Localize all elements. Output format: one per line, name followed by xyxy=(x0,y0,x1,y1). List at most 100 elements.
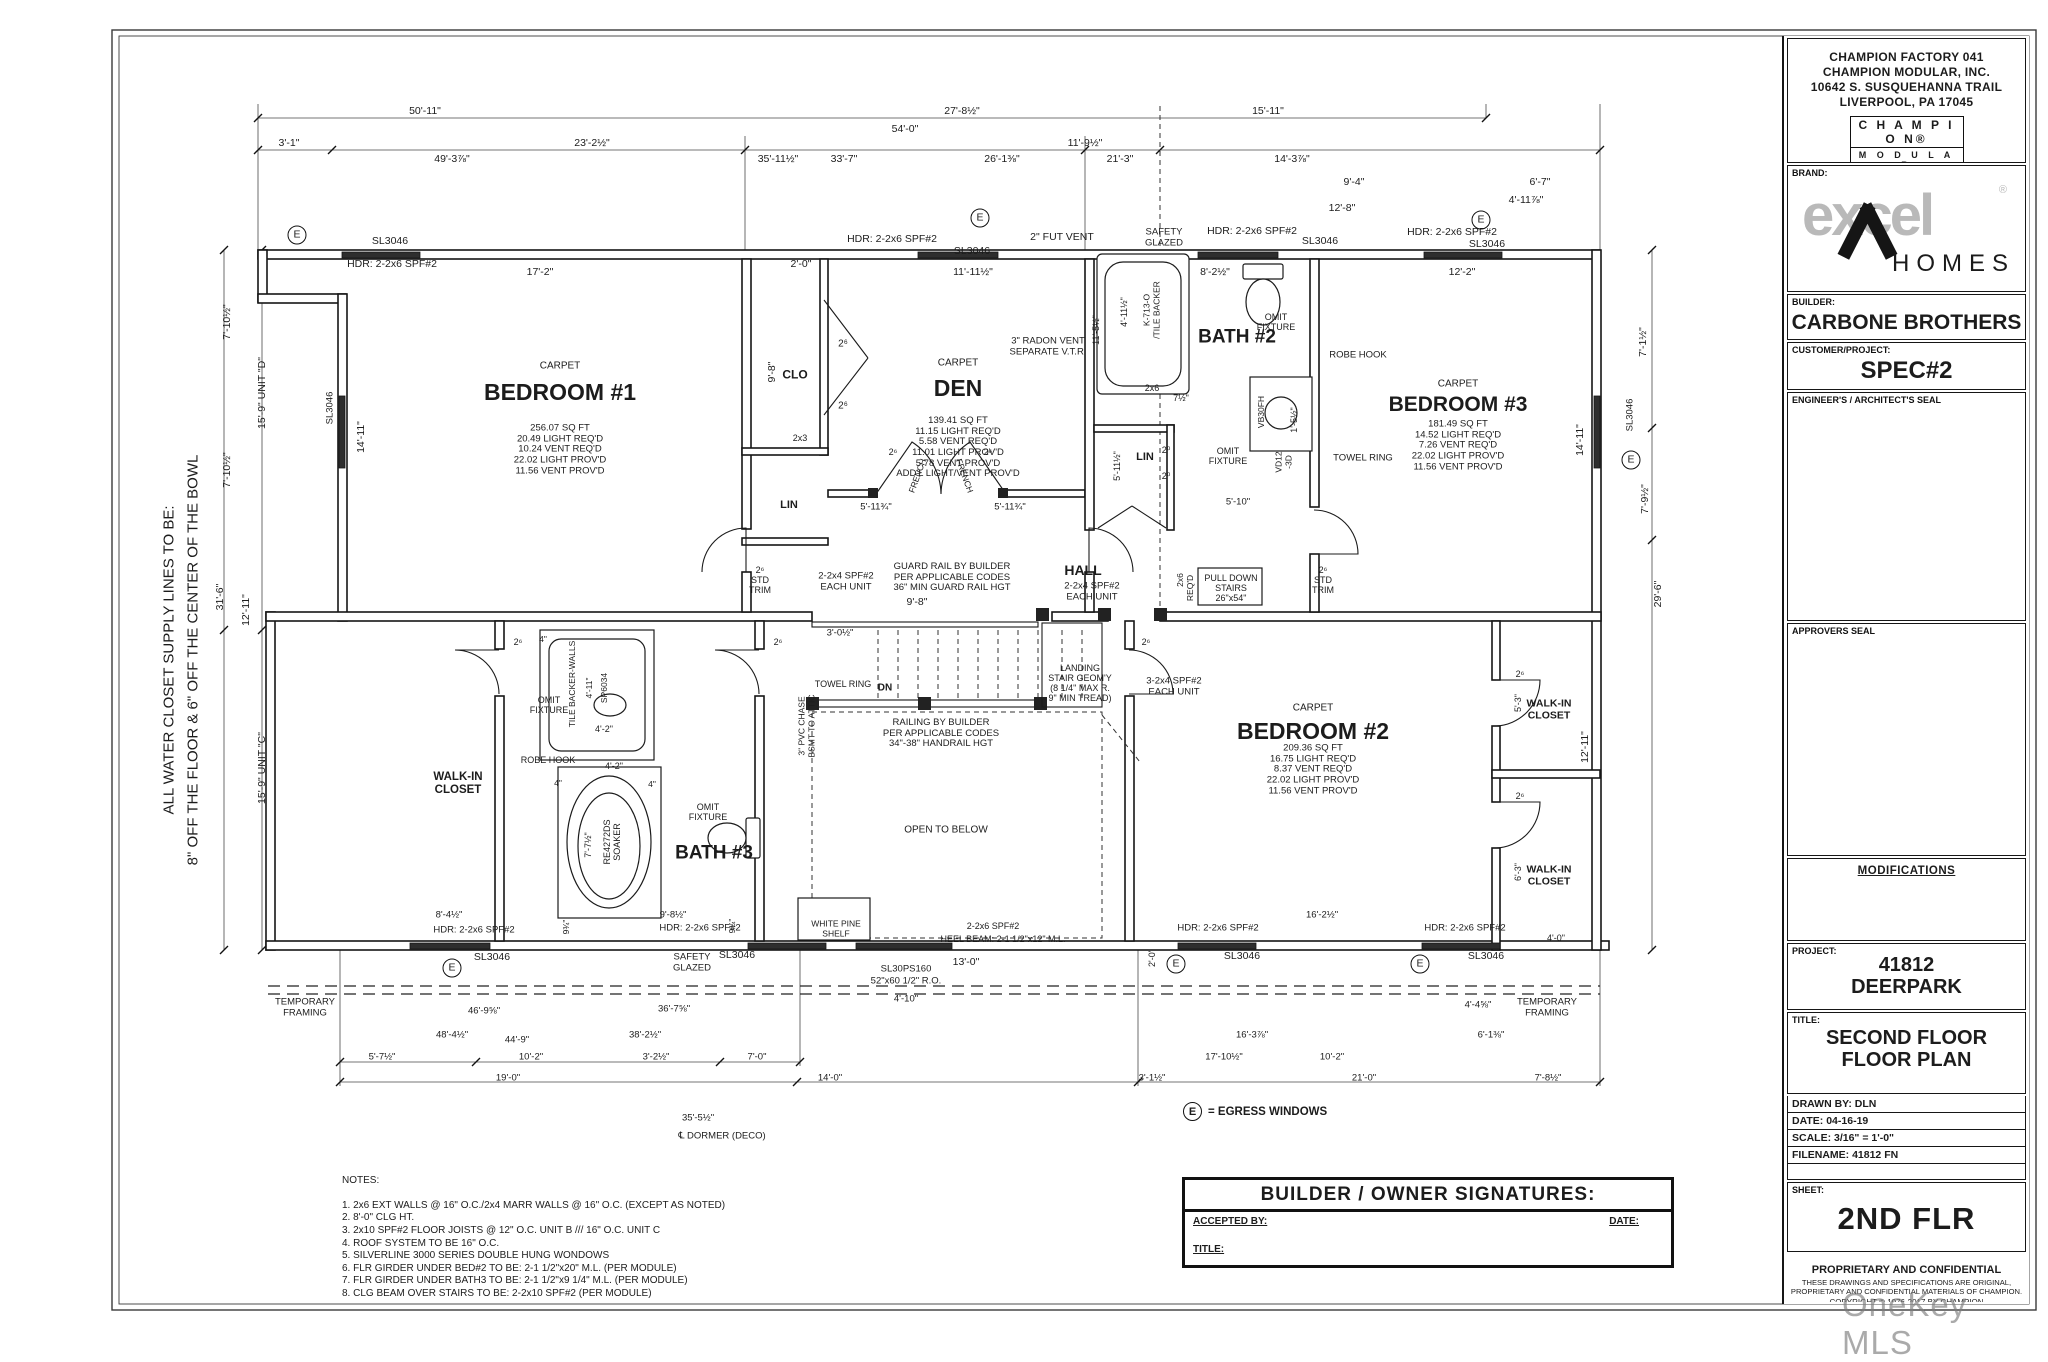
engineer-seal-section: ENGINEER'S / ARCHITECT'S SEAL xyxy=(1787,392,2026,621)
plan-label: 27'-8½" xyxy=(944,105,980,118)
general-notes: NOTES: 1. 2x6 EXT WALLS @ 16" O.C./2x4 M… xyxy=(342,1162,725,1301)
builder-name: CARBONE BROTHERS xyxy=(1791,311,2022,334)
plan-label: 12'-8" xyxy=(1328,202,1356,215)
plan-label: 10'-2" xyxy=(518,1051,544,1063)
accepted-by-field[interactable]: ACCEPTED BY: xyxy=(1193,1216,1268,1227)
project-section: PROJECT: 41812 DEERPARK xyxy=(1787,943,2026,1010)
blank-row xyxy=(1787,1164,2026,1180)
plan-label: 46'-9⅝" xyxy=(467,1005,501,1017)
room-label-walk-in-closet: WALK-IN CLOSET xyxy=(1526,697,1572,721)
plan-label: 9'-8" xyxy=(906,596,928,609)
plan-label: SL3046 xyxy=(1624,398,1636,432)
sheet: 50'-11"27'-8½"15'-11"54'-0"3'-1"23'-2½"1… xyxy=(111,29,2037,1361)
plan-label: SAFETY GLAZED xyxy=(672,951,712,973)
plan-label: 15'-11" xyxy=(1252,105,1284,118)
customer-project-value: SPEC#2 xyxy=(1860,357,1953,384)
egress-legend-text: = EGRESS WINDOWS xyxy=(1208,1105,1328,1118)
plan-label: 21'-0" xyxy=(1351,1072,1377,1084)
floor-plan-drawing xyxy=(111,29,2037,1311)
plan-label: 15'-9" UNIT "C" xyxy=(256,732,269,804)
plan-label: 4'-11" xyxy=(584,677,595,699)
excel-homes-word: HOMES xyxy=(1891,250,2015,277)
room-label-walk-in-closet: WALK-IN CLOSET xyxy=(433,771,483,796)
plan-label: 11'-9½" xyxy=(1067,137,1103,150)
plan-label: SL3046 xyxy=(473,951,511,964)
plan-label: SL3046 xyxy=(324,391,336,425)
watermark: OneKey MLS xyxy=(1842,1286,1968,1361)
plan-label: 26'-1⅜" xyxy=(984,153,1020,166)
plan-label: VD12 -3D xyxy=(1273,451,1293,473)
plan-label: CARPET xyxy=(539,360,581,372)
plan-label: RE4272DS SOAKER xyxy=(601,819,622,865)
egress-symbol: E xyxy=(1166,954,1186,974)
plan-label: CARPET xyxy=(937,357,979,369)
plan-label: 19'-0" xyxy=(495,1072,521,1084)
plan-label: 48'-4½" xyxy=(435,1029,469,1041)
plan-label: 14'-11" xyxy=(1574,424,1587,456)
plan-label: WHITE PINE SHELF xyxy=(811,918,861,938)
egress-symbol: E xyxy=(1183,1102,1202,1121)
plan-label: 6'-7" xyxy=(1529,176,1551,189)
date-field[interactable]: DATE: xyxy=(1609,1216,1639,1227)
plan-label: 2⁶ xyxy=(1515,790,1525,801)
modifications-label: MODIFICATIONS xyxy=(1857,865,1956,877)
plan-label: SAFETY GLAZED xyxy=(1144,226,1184,248)
plan-label: HDR: 2-2x6 SPF#2 xyxy=(433,924,515,936)
plan-label: 10'-2" xyxy=(1319,1051,1345,1063)
plan-label: 2⁶ STD TRIM xyxy=(749,564,771,596)
plan-label: 17'-2" xyxy=(526,266,554,279)
plan-label: 139.41 SQ FT 11.15 LIGHT REQ'D 5.58 VENT… xyxy=(896,415,1020,480)
plan-label: 14'-0" xyxy=(817,1072,843,1084)
plan-label: 7'-10½" xyxy=(221,452,234,488)
drawn-by-row: DRAWN BY: DLN xyxy=(1787,1096,2026,1113)
plan-label: OMIT FIXTURE xyxy=(688,801,728,822)
plan-label: 4" xyxy=(554,778,562,789)
plan-label: TOWEL RING xyxy=(814,678,872,689)
plan-label: 14'-3⅞" xyxy=(1274,153,1310,166)
plan-label: SL3046 xyxy=(1468,238,1506,251)
plan-label: 2⁶ xyxy=(838,338,848,350)
approvers-seal-section: APPROVERS SEAL xyxy=(1787,623,2026,856)
plan-label: 4" xyxy=(539,634,547,645)
sheet-frame xyxy=(111,29,2037,1311)
signature-box-header: BUILDER / OWNER SIGNATURES: xyxy=(1185,1180,1671,1212)
plan-label: SL3046 xyxy=(953,245,991,258)
room-label-bath-3: BATH #3 xyxy=(675,842,753,864)
plan-label: 44'-9" xyxy=(504,1034,530,1046)
plan-label: GUARD RAIL BY BUILDER PER APPLICABLE COD… xyxy=(893,561,1011,594)
plan-label: 38'-2½" xyxy=(628,1029,662,1041)
plan-label: 5'-11¾" xyxy=(860,501,892,513)
plan-label: HDR: 2-2x6 SPF#2 xyxy=(1407,226,1497,239)
room-label-den: DEN xyxy=(933,375,983,402)
plan-label: 6'-1⅜" xyxy=(1477,1029,1505,1041)
plan-label: 4" xyxy=(648,779,656,790)
plan-label: PULL DOWN STAIRS 26"x54" xyxy=(1204,572,1258,604)
title-field[interactable]: TITLE: xyxy=(1193,1244,1225,1255)
plan-label: HDR: 2-2x6 SPF#2 xyxy=(847,233,937,246)
room-label-bedroom-2: BEDROOM #2 xyxy=(1236,718,1390,745)
plan-label: TOWEL RING xyxy=(1333,452,1393,464)
plan-label: 12'-11" xyxy=(1579,731,1592,763)
plan-label: 35'-5½" xyxy=(681,1112,715,1124)
plan-label: 181.49 SQ FT 14.52 LIGHT REQ'D 7.26 VENT… xyxy=(1411,418,1505,472)
title-block: CHAMPION FACTORY 041 CHAMPION MODULAR, I… xyxy=(1782,36,2029,1304)
plan-label: 7½" xyxy=(1173,392,1189,403)
plan-label: TEMPORARY FRAMING xyxy=(1516,996,1578,1018)
plan-label: 2⁶ xyxy=(513,636,523,647)
project-label: PROJECT: xyxy=(1792,946,1837,956)
plan-label: 5'-11¾" xyxy=(994,501,1026,513)
windows xyxy=(338,251,1601,950)
plan-label: 11'-5½" xyxy=(1090,315,1101,345)
confidential-section: PROPRIETARY AND CONFIDENTIAL THESE DRAWI… xyxy=(1787,1254,2026,1302)
plan-label: 15'-9" UNIT "D" xyxy=(256,357,269,429)
plan-label: 3" RADON VENT SEPARATE V.T.R. xyxy=(1009,335,1087,357)
factory-address: CHAMPION FACTORY 041 CHAMPION MODULAR, I… xyxy=(1810,50,2003,109)
plan-label: SL3046 xyxy=(718,949,756,962)
plan-label: 2⁶ STD TRIM xyxy=(1312,564,1334,596)
plan-label: 23'-2½" xyxy=(574,137,610,150)
factory-section: CHAMPION FACTORY 041 CHAMPION MODULAR, I… xyxy=(1787,38,2026,163)
plan-label: 11'-11½" xyxy=(953,266,993,279)
plan-label: 52"x60 1/2" R.O. xyxy=(870,975,942,987)
plan-label: HDR: 2-2x6 SPF#2 xyxy=(1177,922,1259,934)
room-label-bath-2: BATH #2 xyxy=(1198,326,1276,348)
